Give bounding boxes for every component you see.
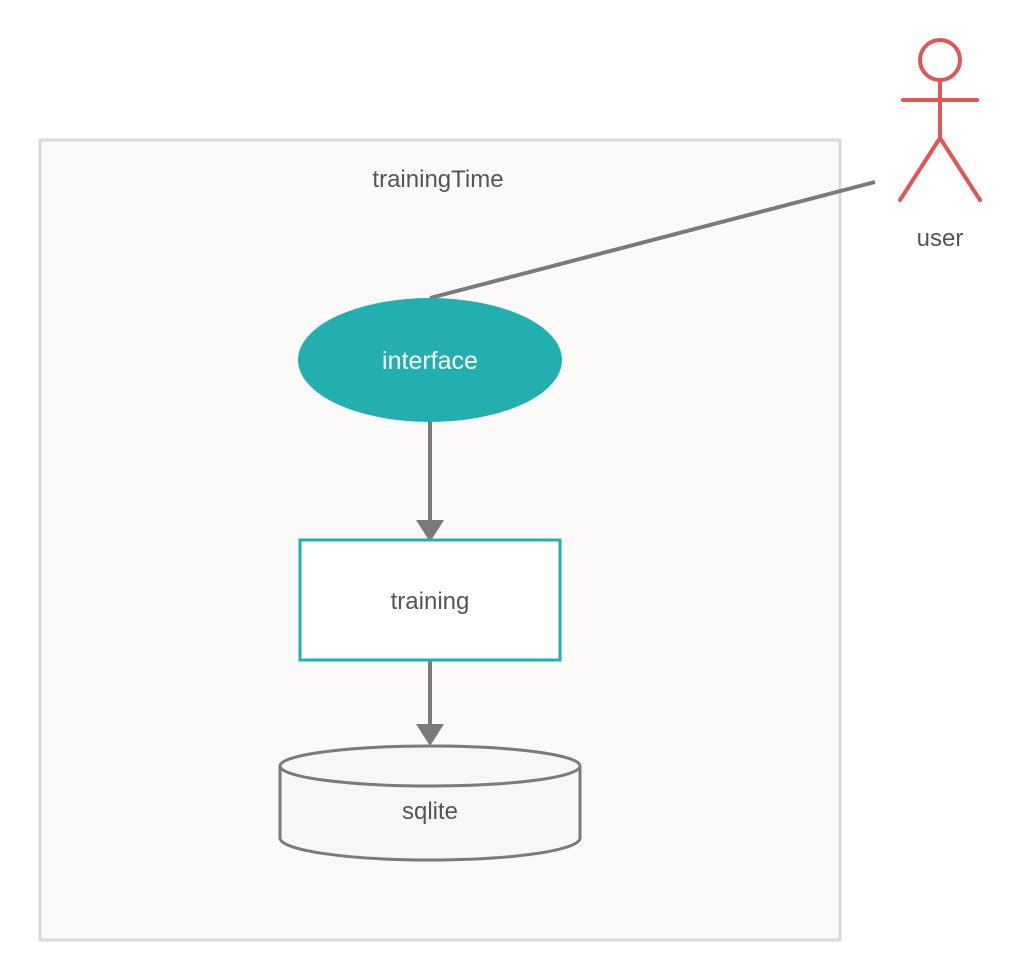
arrowhead-icon (416, 520, 444, 542)
edge-interface-training (416, 420, 444, 542)
node-training-shape (298, 538, 562, 662)
actor-user[interactable]: user (898, 38, 982, 252)
node-sqlite[interactable]: sqlite (278, 744, 582, 862)
edge-training-sqlite (416, 660, 444, 746)
node-interface[interactable]: interface (298, 298, 562, 422)
node-sqlite-label: sqlite (402, 798, 458, 825)
database-top-icon (278, 744, 582, 788)
actor-user-label: user (917, 225, 964, 252)
stick-figure-icon (898, 38, 982, 202)
system-boundary-label: trainingTime (372, 166, 503, 193)
node-training-label: training (391, 588, 470, 615)
edge-user-interface (429, 180, 876, 300)
arrowhead-icon (416, 724, 444, 746)
node-interface-shape (298, 298, 562, 422)
node-interface-label: interface (382, 347, 478, 375)
database-icon (278, 766, 582, 862)
node-training[interactable]: training (298, 538, 562, 662)
